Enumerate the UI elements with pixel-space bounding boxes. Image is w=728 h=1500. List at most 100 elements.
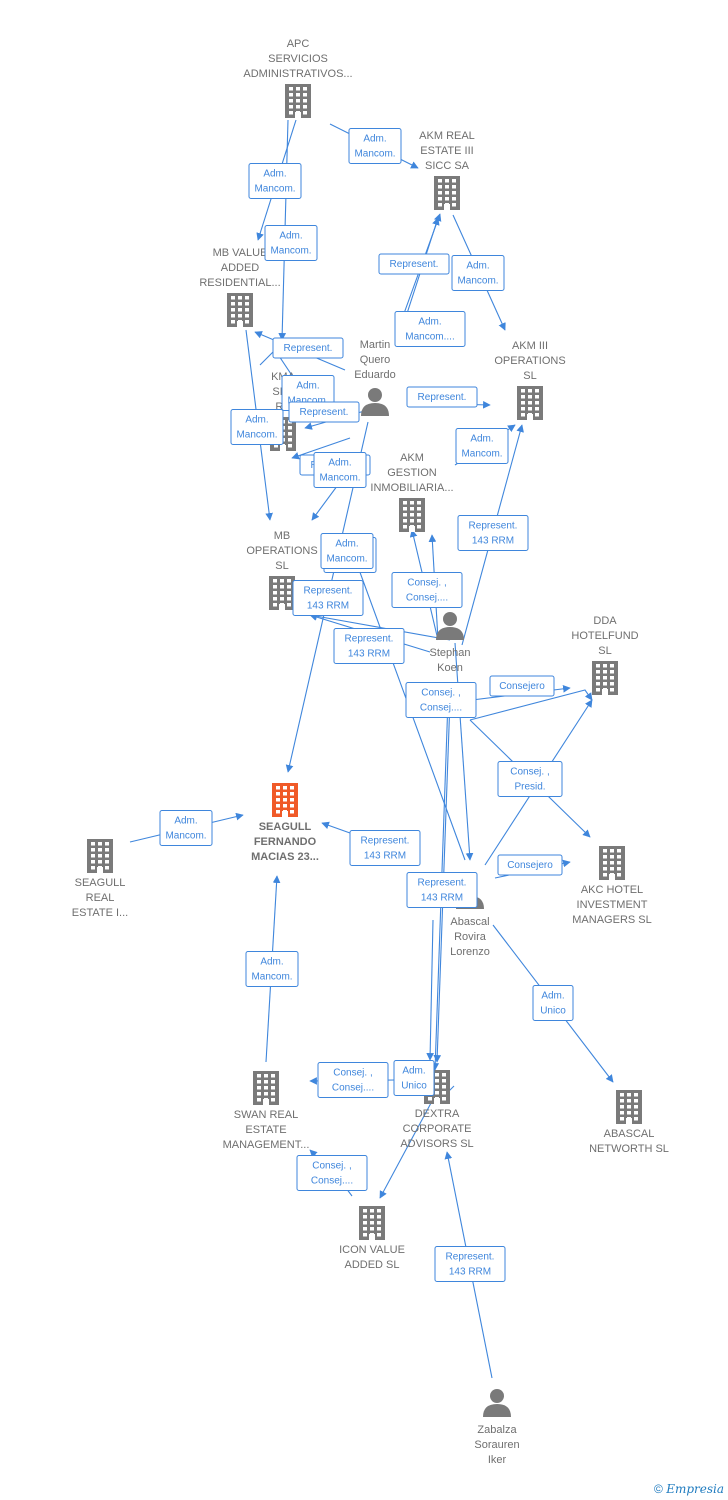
edge-label-box[interactable]: Represent. bbox=[272, 337, 344, 359]
edge-label-box[interactable]: Adm. Mancom.... bbox=[394, 311, 466, 347]
edge-label-box[interactable]: Adm.Mancom. bbox=[230, 409, 284, 445]
edge-label-box[interactable]: Consej. , Consej.... bbox=[317, 1062, 389, 1098]
edge-label-frame bbox=[292, 580, 364, 616]
edge-label-box[interactable]: Adm.Mancom. bbox=[320, 533, 374, 569]
edges-layer bbox=[129, 119, 614, 1379]
node-akmgestion[interactable]: AKMGESTIONINMOBILIARIA... bbox=[370, 452, 454, 532]
node-label: SL bbox=[275, 560, 288, 572]
edge-label-box[interactable]: Adm.Mancom. bbox=[245, 951, 299, 987]
edge-label-text: Consej.... bbox=[332, 1083, 374, 1094]
edge-label-text: Consej. , bbox=[407, 578, 446, 589]
edge-label-frame bbox=[320, 533, 374, 569]
edge-label-box[interactable]: Consejero bbox=[497, 854, 563, 876]
edge-label-text: Adm. bbox=[466, 261, 489, 272]
connector-line bbox=[426, 919, 434, 1061]
building-icon bbox=[87, 839, 113, 873]
edge-label-text: Consej.... bbox=[406, 593, 448, 604]
brand-logo[interactable]: Empresia bbox=[666, 1482, 724, 1496]
edge-label-text: Consejero bbox=[507, 860, 553, 871]
edge-label-frame bbox=[451, 255, 505, 291]
edge-label-box[interactable]: Represent. bbox=[406, 386, 478, 408]
node-label: MANAGEMENT... bbox=[223, 1139, 310, 1151]
edge-label-box[interactable]: Consej. ,Consej.... bbox=[296, 1155, 368, 1191]
edge-label-text: Mancom. bbox=[254, 184, 295, 195]
edge-label-frame bbox=[248, 163, 302, 199]
node-swan[interactable]: SWAN REALESTATEMANAGEMENT... bbox=[223, 1071, 310, 1151]
edge-label-box[interactable]: Adm.Mancom. bbox=[451, 255, 505, 291]
node-label: SL bbox=[523, 370, 536, 382]
edge-label-text: Mancom. bbox=[326, 554, 367, 565]
edge-label-frame bbox=[406, 386, 478, 408]
connector-line bbox=[454, 642, 474, 861]
edge-label-box[interactable]: Adm.Mancom. bbox=[248, 163, 302, 199]
building-icon bbox=[517, 386, 543, 420]
edge-label-box[interactable]: Adm.Mancom. bbox=[264, 225, 318, 261]
edge-label-box[interactable]: Adm.Unico bbox=[532, 985, 574, 1021]
edge-label-box[interactable]: Represent.143 RRM bbox=[333, 628, 405, 664]
edge-label-frame bbox=[393, 1060, 435, 1096]
node-label: NETWORTH SL bbox=[589, 1143, 669, 1155]
node-label: Koen bbox=[437, 662, 463, 674]
edge-label-text: Adm. bbox=[402, 1066, 425, 1077]
node-label: ABASCAL bbox=[604, 1128, 655, 1140]
node-abascalnet[interactable]: ABASCAL NETWORTH SL bbox=[589, 1090, 669, 1155]
edge-label-box[interactable]: Consej. ,Consej.... bbox=[405, 682, 477, 718]
node-label: SERVICIOS bbox=[268, 53, 328, 65]
edge-label-box[interactable]: Adm.Mancom. bbox=[313, 452, 367, 488]
edge-labels-layer: Adm.Mancom.Adm.Mancom.Adm.Mancom.Represe… bbox=[159, 128, 574, 1282]
edge-label-box[interactable]: Represent. bbox=[378, 253, 450, 275]
node-label: ADDED SL bbox=[344, 1259, 399, 1271]
edge-label-frame bbox=[455, 428, 509, 464]
node-label: Stephan bbox=[430, 647, 471, 659]
node-label: OPERATIONS bbox=[246, 545, 317, 557]
node-label: ESTATE III bbox=[420, 145, 473, 157]
edge-label-text: Consej. , bbox=[333, 1068, 372, 1079]
edge-label-text: Mancom.... bbox=[405, 332, 454, 343]
node-label: RESIDENTIAL... bbox=[199, 277, 280, 289]
edge-label-box[interactable]: Represent.143 RRM bbox=[349, 830, 421, 866]
edge-label-box[interactable]: Represent.143 RRM bbox=[292, 580, 364, 616]
edge-label-box[interactable]: Consej. , Consej.... bbox=[391, 572, 463, 608]
node-label: SEAGULL bbox=[75, 877, 126, 889]
edge-label-box[interactable]: Consej. ,Presid. bbox=[497, 761, 563, 797]
node-label: Rovira bbox=[454, 931, 487, 943]
edge-label-box[interactable]: Represent.143 RRM bbox=[457, 515, 529, 551]
footer: © Empresia bbox=[654, 1482, 724, 1496]
edge-label-box[interactable]: Represent.143 RRM bbox=[434, 1246, 506, 1282]
building-icon bbox=[616, 1090, 642, 1124]
node-label: Martin bbox=[360, 339, 391, 351]
edge-label-box[interactable]: Represent. bbox=[288, 401, 360, 423]
edge-label-box[interactable]: Represent.143 RRM bbox=[406, 872, 478, 908]
node-mbvalue[interactable]: MB VALUEADDEDRESIDENTIAL... bbox=[199, 247, 281, 327]
edge-label-box[interactable]: Adm.Mancom. bbox=[159, 810, 213, 846]
edge-label-text: Mancom. bbox=[270, 246, 311, 257]
edge-label-frame bbox=[349, 830, 421, 866]
node-label: REAL bbox=[86, 892, 115, 904]
edge-label-text: Represent. bbox=[304, 586, 353, 597]
edge-label-text: Adm. bbox=[260, 957, 283, 968]
edge-label-frame bbox=[264, 225, 318, 261]
edge-label-text: Adm. bbox=[418, 317, 441, 328]
node-apc[interactable]: APCSERVICIOSADMINISTRATIVOS... bbox=[243, 38, 353, 118]
node-label: Lorenzo bbox=[450, 946, 490, 958]
node-label: CORPORATE bbox=[403, 1123, 472, 1135]
edge-label-text: Represent. bbox=[446, 1252, 495, 1263]
node-label: GESTION bbox=[387, 467, 437, 479]
edge-label-box[interactable]: Adm.Mancom. bbox=[348, 128, 402, 164]
building-icon bbox=[599, 846, 625, 880]
edge-label-box[interactable]: Consejero bbox=[489, 675, 555, 697]
edge-label-box[interactable]: Adm.Mancom. bbox=[455, 428, 509, 464]
edge-label-box[interactable]: Adm.Unico bbox=[393, 1060, 435, 1096]
building-icon bbox=[285, 84, 311, 118]
